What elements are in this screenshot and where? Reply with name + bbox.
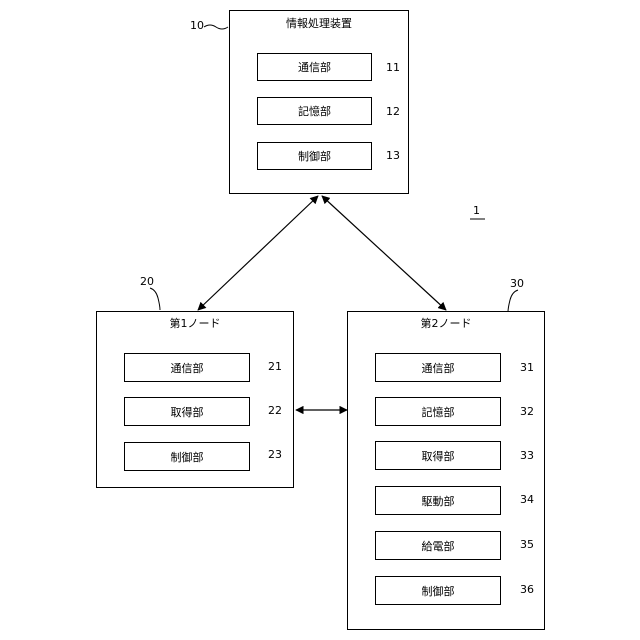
node1-ref-label: 20	[140, 276, 154, 288]
node2-acquisition-unit: 取得部	[375, 441, 501, 470]
ref-13: 13	[386, 150, 400, 162]
node2-storage-unit: 記憶部	[375, 397, 501, 426]
node2-drive-unit: 駆動部	[375, 486, 501, 515]
ref-33: 33	[520, 450, 534, 462]
first-node: 第1ノード 通信部 取得部 制御部	[96, 311, 294, 488]
leader-30	[508, 290, 518, 312]
leader-10	[204, 25, 228, 29]
ref-11: 11	[386, 62, 400, 74]
node1-communication-unit: 通信部	[124, 353, 250, 382]
device-title: 情報処理装置	[230, 17, 408, 31]
node2-ref-label: 30	[510, 278, 524, 290]
arrow-device-node1	[198, 196, 318, 310]
ref-23: 23	[268, 449, 282, 461]
node1-title: 第1ノード	[97, 317, 293, 331]
leader-20	[150, 288, 160, 310]
ref-34: 34	[520, 494, 534, 506]
device-storage-unit: 記憶部	[257, 97, 372, 125]
node2-control-unit: 制御部	[375, 576, 501, 605]
node2-title: 第2ノード	[348, 317, 544, 331]
node2-power-supply-unit: 給電部	[375, 531, 501, 560]
ref-31: 31	[520, 362, 534, 374]
second-node: 第2ノード 通信部 記憶部 取得部 駆動部 給電部 制御部	[347, 311, 545, 630]
system-ref-label: 1	[473, 205, 480, 217]
ref-12: 12	[386, 106, 400, 118]
information-processing-device: 情報処理装置 通信部 記憶部 制御部	[229, 10, 409, 194]
node1-acquisition-unit: 取得部	[124, 397, 250, 426]
ref-36: 36	[520, 584, 534, 596]
ref-32: 32	[520, 406, 534, 418]
device-ref-label: 10	[190, 20, 204, 32]
device-control-unit: 制御部	[257, 142, 372, 170]
ref-22: 22	[268, 405, 282, 417]
node2-communication-unit: 通信部	[375, 353, 501, 382]
arrow-device-node2	[322, 196, 446, 310]
device-communication-unit: 通信部	[257, 53, 372, 81]
node1-control-unit: 制御部	[124, 442, 250, 471]
ref-21: 21	[268, 361, 282, 373]
ref-35: 35	[520, 539, 534, 551]
